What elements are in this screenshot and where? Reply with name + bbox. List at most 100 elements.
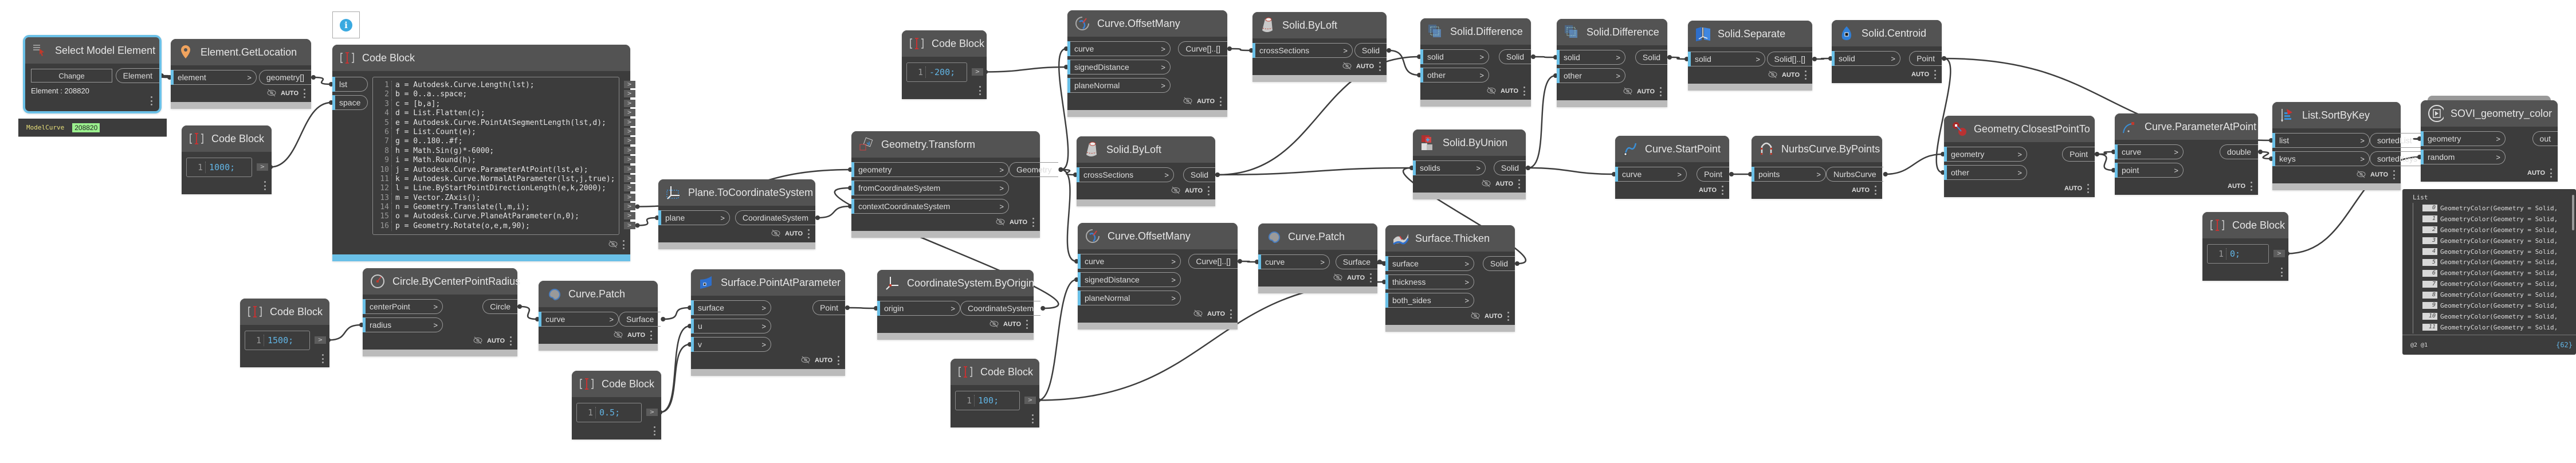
output-port-curve[interactable]: Curve[]..[] — [1188, 254, 1238, 269]
preview-off-icon[interactable] — [614, 331, 623, 340]
preview-off-icon[interactable] — [608, 240, 618, 250]
node-header[interactable]: Code Block — [2202, 212, 2288, 238]
node-header[interactable]: Solid.Difference — [1557, 19, 1667, 45]
output-port[interactable]: > — [646, 409, 658, 416]
lacing-label[interactable]: AUTO — [1197, 98, 1215, 105]
preview-off-icon[interactable] — [1768, 70, 1777, 80]
preview-off-icon[interactable] — [989, 320, 999, 329]
input-port-geometry[interactable]: geometry> — [2421, 131, 2506, 146]
wire[interactable] — [1229, 48, 1252, 52]
output-port[interactable]: > — [623, 118, 635, 126]
input-port-solid[interactable]: solid> — [1420, 49, 1489, 64]
input-port-geometry[interactable]: geometry> — [851, 162, 1009, 177]
node-header[interactable]: Plane.ToCoordinateSystem — [658, 179, 815, 206]
node-header[interactable]: Curve.ParameterAtPoint — [2115, 113, 2258, 140]
lacing-label[interactable]: AUTO — [815, 357, 833, 364]
input-port-both-sides[interactable]: both_sides> — [1385, 293, 1474, 308]
preview-off-icon[interactable] — [771, 229, 780, 239]
lacing-label[interactable]: AUTO — [1485, 313, 1502, 320]
lacing-label[interactable]: AUTO — [1185, 187, 1203, 194]
input-port-thickness[interactable]: thickness> — [1385, 274, 1474, 289]
preview-off-icon[interactable] — [1171, 186, 1180, 196]
preview-off-icon[interactable] — [1183, 97, 1192, 107]
node-menu-icon[interactable] — [1518, 179, 1520, 189]
lacing-label[interactable]: AUTO — [1911, 71, 1929, 78]
lacing-label[interactable]: AUTO — [1699, 187, 1717, 194]
wire[interactable] — [1217, 167, 1412, 176]
input-port-point[interactable]: point> — [2115, 163, 2184, 178]
input-port-other[interactable]: other> — [1944, 165, 2027, 180]
input-port-curve[interactable]: curve> — [1258, 254, 1330, 269]
node-header[interactable]: Solid.Centroid — [1832, 20, 1942, 46]
wire[interactable] — [1061, 168, 1076, 176]
output-port[interactable]: Element — [115, 68, 159, 83]
output-port-solid[interactable]: Solid — [1493, 160, 1526, 175]
node-header[interactable]: Curve.Patch — [1258, 223, 1377, 250]
node-menu-icon[interactable] — [264, 181, 266, 190]
node-menu-icon[interactable] — [509, 336, 512, 346]
input-port-signeddistance[interactable]: signedDistance> — [1078, 272, 1181, 287]
output-port-geometry[interactable]: Geometry — [1009, 162, 1059, 177]
preview-off-icon[interactable] — [1342, 62, 1352, 72]
input-port-centerpoint[interactable]: centerPoint> — [363, 299, 443, 314]
node-menu-icon[interactable] — [1207, 186, 1210, 195]
code-editor[interactable]: 1-200; — [906, 62, 967, 82]
output-port[interactable]: > — [623, 221, 635, 229]
lacing-label[interactable]: AUTO — [1637, 88, 1655, 95]
output-port[interactable]: > — [623, 165, 635, 173]
node-menu-icon[interactable] — [303, 89, 305, 98]
node-header[interactable]: Solid.ByLoft — [1077, 136, 1215, 163]
preview-off-icon[interactable] — [473, 336, 482, 346]
output-port-sortedlist[interactable]: sortedList — [2370, 133, 2425, 148]
output-port-point[interactable]: Point — [1909, 51, 1942, 66]
input-port-crosssections[interactable]: crossSections> — [1252, 43, 1353, 58]
output-port[interactable]: > — [623, 99, 635, 107]
lacing-label[interactable]: AUTO — [1356, 63, 1374, 70]
output-port[interactable]: > — [257, 163, 268, 171]
node-header[interactable]: Geometry.Transform — [851, 131, 1040, 158]
node-menu-icon[interactable] — [650, 331, 652, 340]
output-port[interactable]: > — [623, 193, 635, 201]
lacing-label[interactable]: AUTO — [1495, 181, 1513, 187]
output-port-surface[interactable]: Surface — [1335, 254, 1377, 269]
output-port[interactable]: > — [623, 127, 635, 135]
preview-off-icon[interactable] — [2357, 170, 2366, 180]
input-port-u[interactable]: u> — [691, 319, 771, 333]
output-port-solid[interactable]: Solid — [1482, 256, 1515, 271]
wire[interactable] — [1058, 48, 1069, 171]
output-port[interactable]: > — [623, 184, 635, 192]
preview-off-icon[interactable] — [801, 356, 810, 366]
node-header[interactable]: Curve.Patch — [539, 281, 658, 307]
lacing-label[interactable]: AUTO — [1782, 72, 1800, 79]
node-menu-icon[interactable] — [321, 354, 324, 363]
preview-off-icon[interactable] — [1471, 312, 1480, 321]
input-port-other[interactable]: other> — [1420, 68, 1489, 83]
node-menu-icon[interactable] — [1507, 312, 1509, 321]
node-menu-icon[interactable] — [2280, 268, 2283, 277]
node-header[interactable]: Circle.ByCenterPointRadius — [363, 268, 520, 295]
output-port-point[interactable]: Point — [2062, 147, 2095, 162]
node-menu-icon[interactable] — [2550, 168, 2552, 178]
node-menu-icon[interactable] — [2393, 170, 2395, 179]
wire[interactable] — [2096, 153, 2114, 171]
node-header[interactable]: Code Block — [240, 299, 329, 325]
output-port-solid[interactable]: Solid — [1635, 50, 1667, 65]
